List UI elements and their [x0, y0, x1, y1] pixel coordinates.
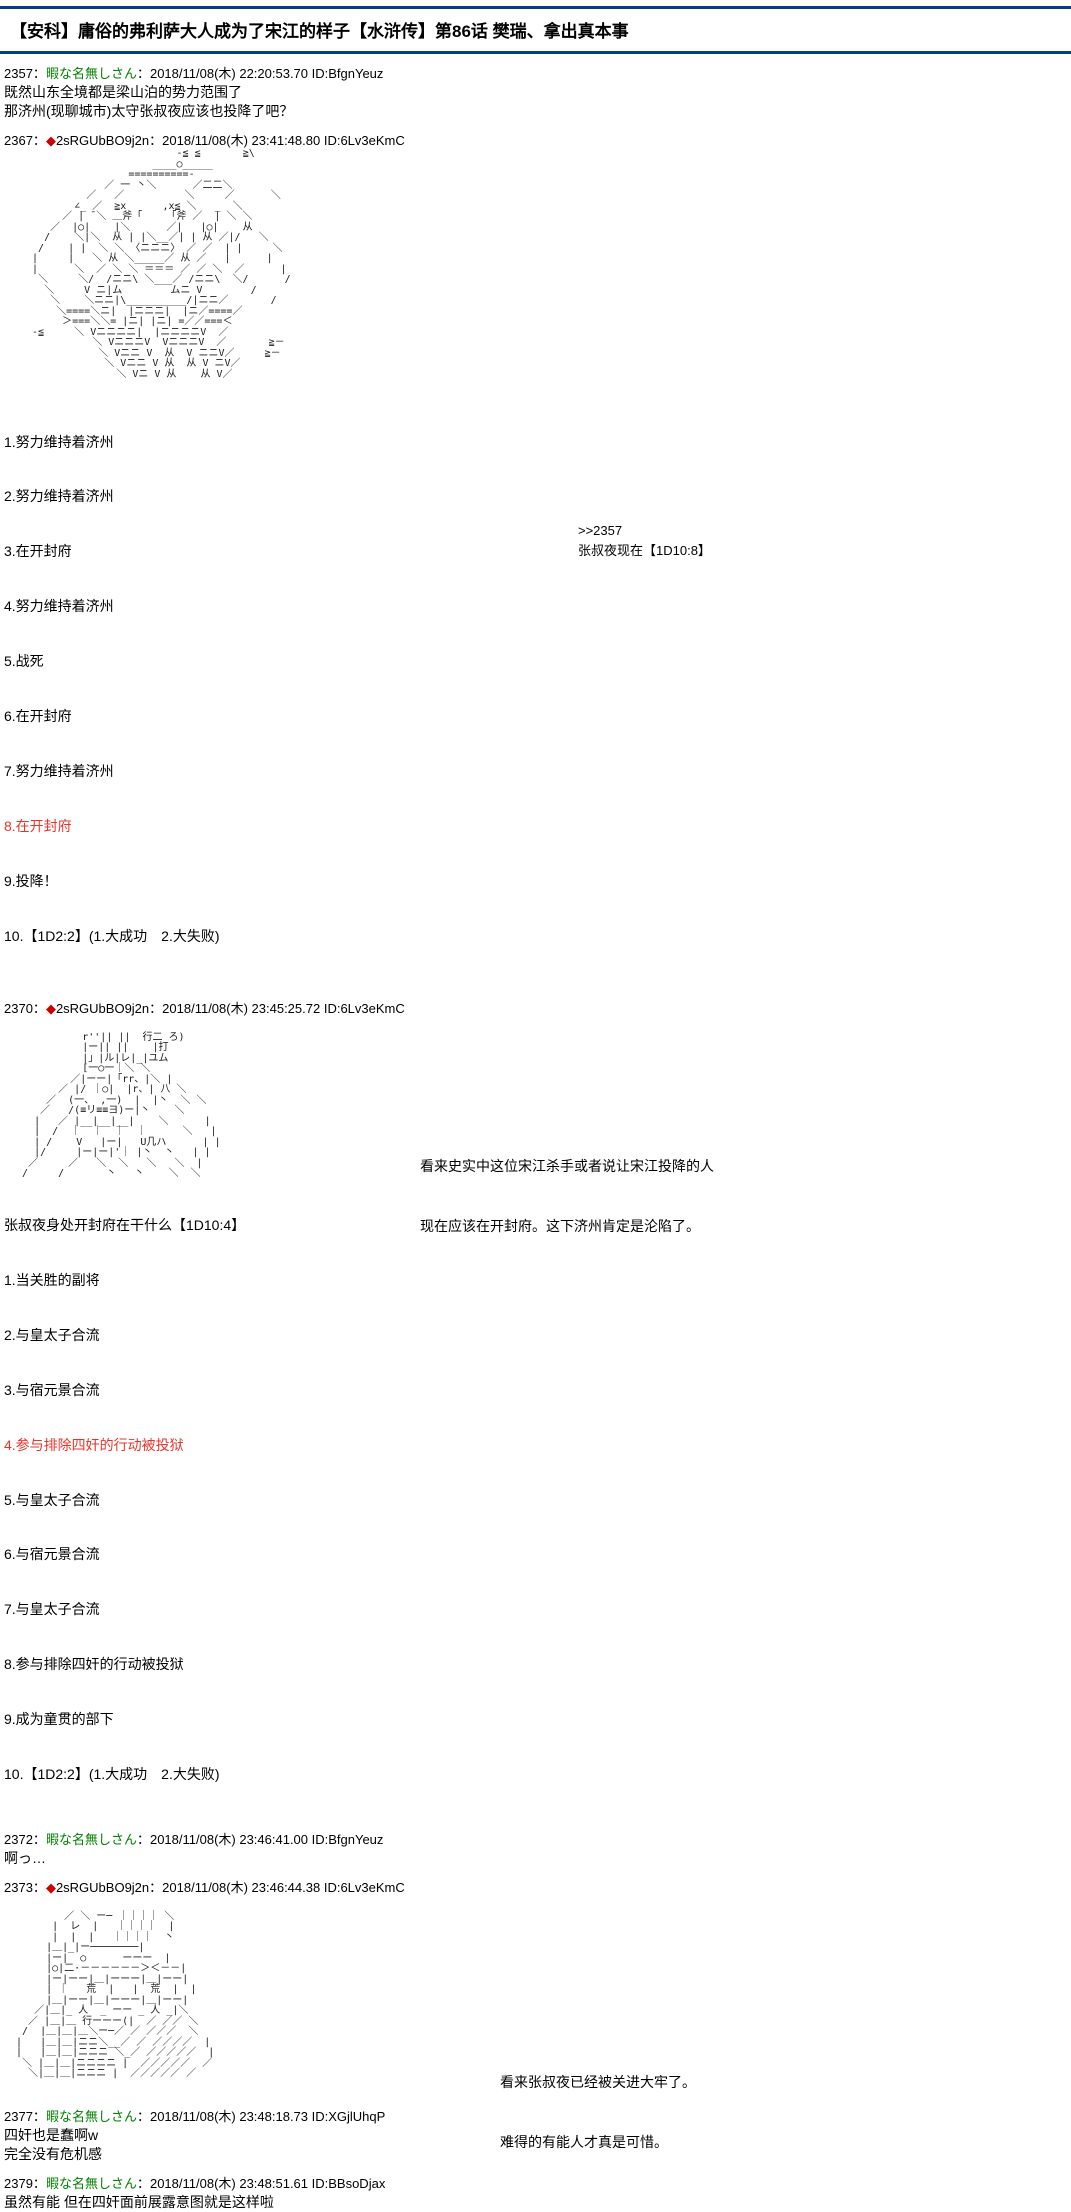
- post-header: 2379：暇な名無しさん：2018/11/08(木) 23:48:51.61 I…: [4, 2175, 386, 2191]
- post-number[interactable]: 2377: [4, 2108, 33, 2124]
- post-number[interactable]: 2373: [4, 1879, 33, 1895]
- spacer: [0, 2164, 1071, 2173]
- choice-item: 3.与宿元景合流: [4, 1381, 100, 1398]
- post-date: 2018/11/08(木) 23:45:25.72 ID:6Lv3eKmC: [162, 1000, 405, 1016]
- choice-item: 3.在开封府: [4, 543, 72, 560]
- post-author[interactable]: 暇な名無しさん: [45, 1831, 137, 1847]
- choice-item: 1.努力维持着济州: [4, 433, 114, 450]
- spacer: [0, 1896, 1071, 1912]
- post-body: 既然山东全境都是梁山泊的势力范围了 那济州(现聊城市)太守张叔夜应该也投降了吧？: [4, 84, 294, 119]
- dialogue-text-2: 看来史实中这位宋江杀手或者说让宋江投降的人 现在应该在开封府。这下济州肯定是沦陷…: [420, 1157, 714, 1234]
- post-2367: 2367：◆2sRGUbBO9j2n：2018/11/08(木) 23:41:4…: [0, 130, 1071, 982]
- spacer: [0, 1868, 1071, 1877]
- post-2357: 2357：暇な名無しさん：2018/11/08(木) 22:20:53.70 I…: [0, 63, 1071, 121]
- ascii-art: -≦ ≦ ≧\ ____○_____ ==========- ／ 一 丶＼ ／二…: [32, 148, 291, 380]
- dialogue-text-3: 看来张叔夜已经被关进大牢了。 难得的有能人才真是可惜。: [500, 2073, 696, 2150]
- post-header: 2370：◆2sRGUbBO9j2n：2018/11/08(木) 23:45:2…: [4, 1000, 405, 1016]
- post-number[interactable]: 2367: [4, 133, 33, 148]
- post-number[interactable]: 2357: [4, 66, 33, 81]
- choice-item: 10.【1D2:2】(1.大成功 2.大失败): [4, 927, 220, 944]
- thread-page: 【安科】庸俗的弗利萨大人成为了宋江的样子【水浒传】第86话 樊瑞、拿出真本事 2…: [0, 6, 1071, 2212]
- tripcode-diamond-icon: ◆: [45, 133, 56, 148]
- ascii-art-block-1: -≦ ≦ ≧\ ____○_____ ==========- ／ 一 丶＼ ／二…: [0, 148, 1071, 558]
- spacer: [0, 982, 1071, 998]
- choice-item: 7.努力维持着济州: [4, 762, 114, 779]
- post-author[interactable]: 暇な名無しさん: [45, 2108, 137, 2124]
- choice-item: 6.在开封府: [4, 708, 72, 725]
- post-date: 2018/11/08(木) 23:48:18.73 ID:XGjlUhqP: [149, 2108, 386, 2124]
- choice-item: 5.战死: [4, 653, 44, 670]
- post-date: 2018/11/08(木) 22:20:53.70 ID:BfgnYeuz: [149, 66, 384, 81]
- choice-item: 7.与皇太子合流: [4, 1601, 100, 1618]
- choice-item: 1.当关胜的副将: [4, 1271, 100, 1288]
- post-body: 啊っ…: [4, 1849, 46, 1866]
- post-2372: 2372：暇な名無しさん：2018/11/08(木) 23:46:41.00 I…: [0, 1829, 1071, 1868]
- choice-list-2: 张叔夜身处开封府在干什么【1D10:4】 1.当关胜的副将 2.与皇太子合流 3…: [0, 1180, 1071, 1820]
- post-number[interactable]: 2370: [4, 1000, 33, 1016]
- post-author[interactable]: 暇な名無しさん: [45, 2175, 137, 2191]
- page-title: 【安科】庸俗的弗利萨大人成为了宋江的样子【水浒传】第86话 樊瑞、拿出真本事: [10, 22, 629, 41]
- ascii-art: r''|| || 行二 ろ) |ー|| || |打 |」|ル|レ|_|ユム [一…: [22, 1031, 221, 1179]
- post-date: 2018/11/08(木) 23:41:48.80 ID:6Lv3eKmC: [162, 133, 405, 148]
- spacer: [0, 1017, 1071, 1033]
- thread-title-bar: 【安科】庸俗的弗利萨大人成为了宋江的样子【水浒传】第86话 樊瑞、拿出真本事: [0, 6, 1071, 54]
- post-number[interactable]: 2379: [4, 2175, 33, 2191]
- choice-item: 2.与皇太子合流: [4, 1326, 100, 1343]
- post-header: 2367：◆2sRGUbBO9j2n：2018/11/08(木) 23:41:4…: [4, 133, 405, 148]
- post-body: 虽然有能 但在四奸面前展露意图就是这样啦: [4, 2193, 274, 2210]
- choice-item: 9.投降！: [4, 872, 58, 889]
- post-author[interactable]: 2sRGUbBO9j2n: [55, 133, 150, 148]
- tripcode-diamond-icon: ◆: [45, 1000, 56, 1016]
- post-2379: 2379：暇な名無しさん：2018/11/08(木) 23:48:51.61 I…: [0, 2173, 1071, 2212]
- post-header: 2373：◆2sRGUbBO9j2n：2018/11/08(木) 23:46:4…: [4, 1879, 405, 1895]
- post-date: 2018/11/08(木) 23:48:51.61 ID:BBsoDjax: [149, 2175, 386, 2191]
- post-number[interactable]: 2372: [4, 1831, 33, 1847]
- choice-item-selected: 4.参与排除四奸的行动被投狱: [4, 1436, 184, 1453]
- post-2370: 2370：◆2sRGUbBO9j2n：2018/11/08(木) 23:45:2…: [0, 998, 1071, 1820]
- choice-list-title: 张叔夜身处开封府在干什么【1D10:4】: [4, 1217, 246, 1234]
- tripcode-diamond-icon: ◆: [45, 1879, 56, 1895]
- ascii-art-block-2: r''|| || 行二 ろ) |ー|| || |打 |」|ル|レ|_|ユム [一…: [0, 1031, 1071, 1234]
- post-2373: 2373：◆2sRGUbBO9j2n：2018/11/08(木) 23:46:4…: [0, 1877, 1071, 2150]
- choice-item: 6.与宿元景合流: [4, 1546, 100, 1563]
- dialogue-text-1: >>2357 张叔夜现在【1D10:8】: [578, 523, 711, 558]
- spacer: [0, 121, 1071, 130]
- choice-item: 2.努力维持着济州: [4, 488, 114, 505]
- choice-item-selected: 8.在开封府: [4, 817, 72, 834]
- post-author[interactable]: 2sRGUbBO9j2n: [55, 1879, 150, 1895]
- choice-item: 10.【1D2:2】(1.大成功 2.大失败): [4, 1766, 220, 1782]
- post-author[interactable]: 2sRGUbBO9j2n: [55, 1000, 150, 1016]
- spacer: [0, 1820, 1071, 1829]
- choice-item: 8.参与排除四奸的行动被投狱: [4, 1656, 184, 1673]
- post-header: 2357：暇な名無しさん：2018/11/08(木) 22:20:53.70 I…: [4, 66, 384, 81]
- choice-list-1: 1.努力维持着济州 2.努力维持着济州 3.在开封府 4.努力维持着济州 5.战…: [0, 396, 1071, 982]
- spacer: [0, 380, 1071, 396]
- choice-item: 5.与皇太子合流: [4, 1491, 100, 1508]
- post-date: 2018/11/08(木) 23:46:44.38 ID:6Lv3eKmC: [162, 1879, 405, 1895]
- choice-item: 9.成为童贯的部下: [4, 1711, 114, 1728]
- ascii-art: ／ ＼ ー─ ｜｜｜｜ ＼ | レ | ｜｜｜｜ | | | | ｜｜｜｜ 丶 …: [16, 1910, 215, 2080]
- ascii-art-block-3: ／ ＼ ー─ ｜｜｜｜ ＼ | レ | ｜｜｜｜ | | | | ｜｜｜｜ 丶 …: [0, 1910, 1071, 2150]
- spacer: [0, 54, 1071, 63]
- post-header: 2372：暇な名無しさん：2018/11/08(木) 23:46:41.00 I…: [4, 1831, 384, 1847]
- post-author[interactable]: 暇な名無しさん: [45, 66, 137, 81]
- choice-item: 4.努力维持着济州: [4, 598, 114, 615]
- post-date: 2018/11/08(木) 23:46:41.00 ID:BfgnYeuz: [149, 1831, 384, 1847]
